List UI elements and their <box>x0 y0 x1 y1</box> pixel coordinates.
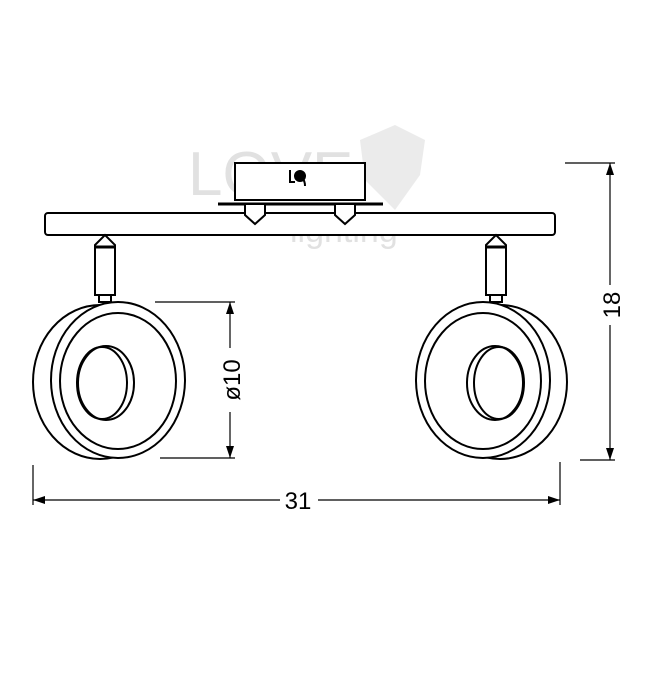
width-dimension <box>32 462 561 505</box>
diameter-dimension <box>155 301 235 459</box>
right-spot-arm <box>485 233 507 303</box>
mounting-bar <box>44 212 556 236</box>
mount-screw <box>244 205 266 226</box>
right-spot-head <box>415 301 568 460</box>
left-spot-arm <box>94 233 116 303</box>
left-spot-head <box>32 301 186 460</box>
height-label: 18 <box>599 292 626 319</box>
mount-box <box>218 162 383 206</box>
diameter-label: ø10 <box>219 359 246 400</box>
height-dimension <box>565 162 615 461</box>
width-label: 31 <box>285 488 312 515</box>
mount-screw <box>334 205 356 226</box>
